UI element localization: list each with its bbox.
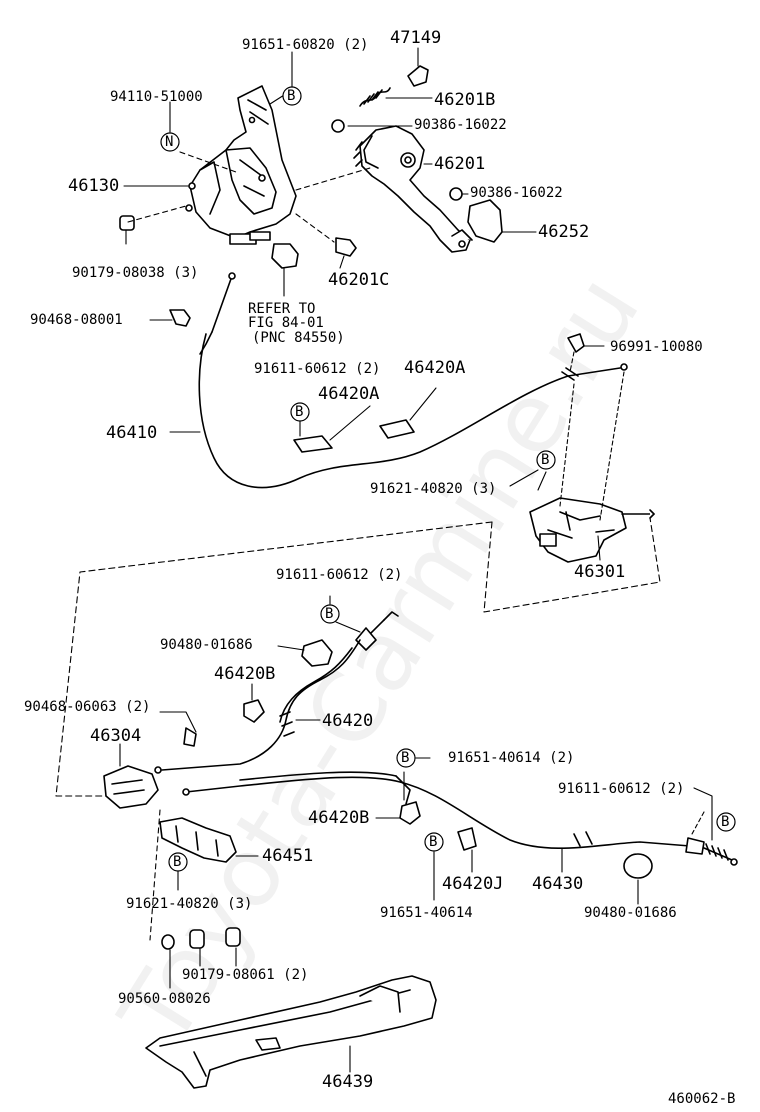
callout-n: N [165, 134, 174, 150]
part-label: 90480-01686 [160, 637, 253, 653]
part-label: 46410 [106, 423, 158, 443]
part-label: 90386-16022 [470, 185, 563, 201]
part-label: 46201C [328, 270, 390, 290]
clamp-46420a-a [293, 435, 333, 453]
callout-b: B [325, 606, 334, 622]
part-label: 46304 [90, 726, 142, 746]
part-label: 91611-60612 (2) [558, 781, 685, 797]
front-cable-46410 [169, 272, 628, 489]
callout-b: B [173, 854, 182, 870]
part-label: 90468-06063 (2) [24, 699, 151, 715]
part-label: 46420B [214, 664, 276, 684]
part-label: 46420J [442, 874, 504, 894]
refer-note-line: (PNC 84550) [252, 330, 345, 346]
heat-insulator-46439 [145, 975, 437, 1089]
diagram-id: 460062-B [668, 1091, 736, 1107]
callout-b: B [541, 452, 550, 468]
callout-b: B [401, 750, 410, 766]
clip-46420j [457, 827, 477, 851]
part-label: 90179-08061 (2) [182, 967, 309, 983]
part-label: 91621-40820 (3) [126, 896, 253, 912]
part-label: 90386-16022 [414, 117, 507, 133]
part-label: 91651-40614 (2) [448, 750, 575, 766]
part-label: 46201 [434, 154, 486, 174]
part-label: 90468-08001 [30, 312, 123, 328]
clip-refer [271, 243, 299, 269]
clip-46420b-b [399, 801, 421, 825]
part-label: 46430 [532, 874, 584, 894]
callout-b: B [721, 814, 730, 830]
part-label: 46252 [538, 222, 590, 242]
bracket-46304 [103, 765, 159, 809]
part-label: 91611-60612 (2) [276, 567, 403, 583]
part-label: 46420A [318, 384, 380, 404]
callout-b: B [295, 404, 304, 420]
bracket-46451 [159, 817, 237, 863]
callout-circles [160, 86, 736, 872]
part-label: 91611-60612 (2) [254, 361, 381, 377]
rear-cable-46430 [182, 771, 738, 866]
bushings-bottom [161, 927, 241, 950]
grommet-90480-a [301, 639, 333, 667]
part-label: 46439 [322, 1072, 374, 1092]
part-label: 91621-40820 (3) [370, 481, 497, 497]
refer-note-line: REFER TO [248, 301, 316, 317]
rear-cable-46420 [154, 611, 399, 774]
part-label: 90179-08038 (3) [72, 265, 199, 281]
part-label: 94110-51000 [110, 89, 203, 105]
part-label: 90480-01686 [584, 905, 677, 921]
part-label: 91651-40614 [380, 905, 473, 921]
part-label: 46301 [574, 562, 626, 582]
pedal-pad-46252 [467, 199, 503, 243]
leader-lines-top [123, 47, 537, 321]
part-label: 91651-60820 (2) [242, 37, 369, 53]
nut-90386-b [449, 187, 463, 201]
pin-46201c [335, 237, 357, 257]
dash-box-right [483, 517, 661, 613]
callout-b: B [287, 88, 296, 104]
part-label: 47149 [390, 28, 442, 48]
nut-90386-a [331, 119, 345, 133]
bushing-90179-08038 [119, 215, 135, 231]
part-label: 90560-08026 [118, 991, 211, 1007]
part-label: 46130 [68, 176, 120, 196]
clip-96991-10080 [567, 333, 585, 353]
clip-46420b-a [243, 699, 265, 723]
clip-90468-06063 [183, 727, 197, 747]
equalizer-46301 [529, 497, 655, 563]
pedal-arm-46201 [353, 125, 473, 253]
refer-note-line: FIG 84-01 [248, 315, 324, 331]
dash-box-left [55, 521, 493, 797]
part-label: 96991-10080 [610, 339, 703, 355]
grommet-90480-b [623, 853, 653, 879]
callout-b: B [429, 834, 438, 850]
pedal-bracket-46130 [185, 85, 297, 245]
clamp-46420a-b [379, 419, 415, 439]
clip-47149 [407, 65, 429, 87]
part-label: 46201B [434, 90, 496, 110]
part-label: 46451 [262, 846, 314, 866]
part-label: 46420B [308, 808, 370, 828]
part-label: 46420A [404, 358, 466, 378]
clip-90468-08001 [169, 309, 191, 327]
part-label: 46420 [322, 711, 374, 731]
